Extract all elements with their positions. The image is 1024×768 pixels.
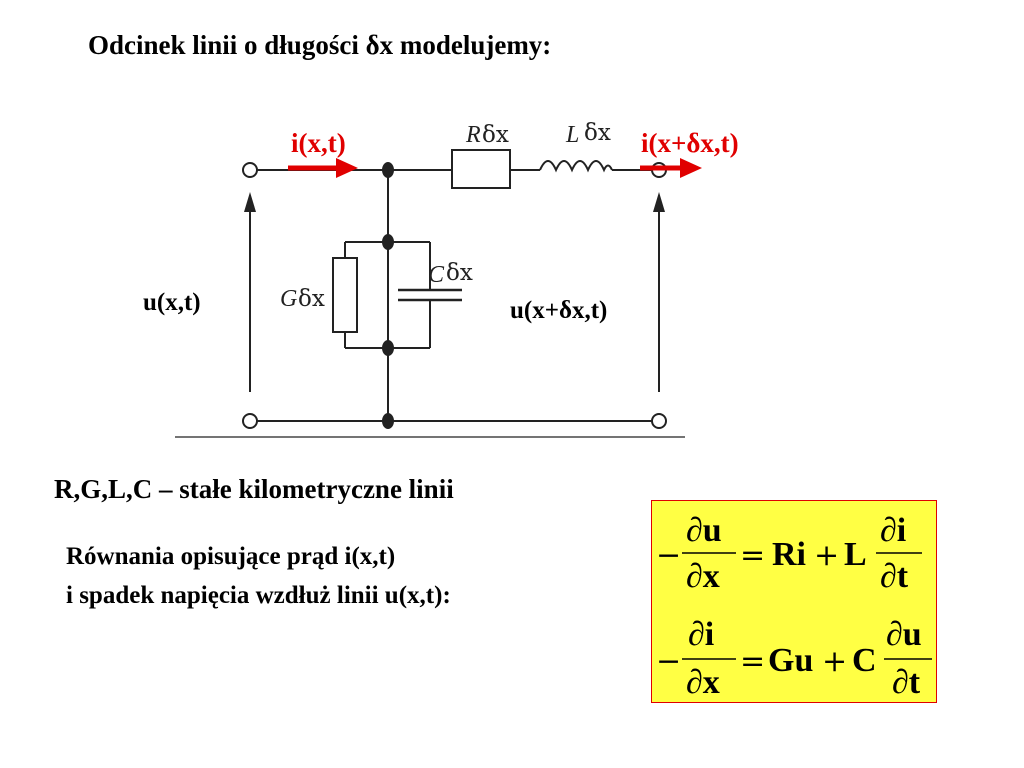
conductance-g (332, 257, 358, 333)
inductor-delta: δx (584, 120, 611, 146)
terminal-out-bottom (651, 413, 667, 429)
eq1-plus: + (814, 538, 839, 573)
eq2-coef: C (852, 642, 877, 679)
current-out-label: i(x+δx,t) (641, 128, 739, 158)
eq2-numerator-left: ∂i (688, 616, 714, 653)
eq2-equals: = (740, 644, 765, 679)
inductor-symbol: L (565, 122, 579, 148)
conductance-symbol: G (280, 286, 297, 312)
node-dot (382, 234, 394, 250)
equations-box: − ∂u ∂x = Ri + L ∂i ∂t − ∂i ∂x = Gu + C … (651, 500, 937, 703)
resistor-symbol: R (465, 122, 481, 148)
eq2-denominator-right: ∂t (892, 664, 921, 701)
circuit-diagram: i(x,t) i(x+δx,t) u(x,t) u(x+δx,t) R δx L… (143, 120, 739, 438)
capacitor-delta: δx (446, 260, 473, 286)
node-dot (382, 340, 394, 356)
eq1-minus: − (656, 538, 681, 573)
current-in-arrowhead (336, 158, 358, 178)
eq1-term1: Ri (772, 536, 806, 573)
terminal-in-bottom (242, 413, 258, 429)
eq1-numerator-left: ∂u (686, 512, 722, 549)
eq2-plus: + (822, 644, 847, 679)
conductance-delta: δx (298, 286, 325, 312)
eq1-equals: = (740, 538, 765, 573)
node-dot (382, 413, 394, 429)
eq2-numerator-right: ∂u (886, 616, 922, 653)
eq1-denominator-right: ∂t (880, 558, 909, 595)
equations-desc-line2: i spadek napięcia wzdłuż linii u(x,t): (66, 582, 451, 609)
eq2-minus: − (656, 644, 681, 679)
equations-svg: − ∂u ∂x = Ri + L ∂i ∂t − ∂i ∂x = Gu + C … (656, 512, 932, 701)
inductor-l (539, 160, 613, 173)
constants-text: R,G,L,C – stałe kilometryczne linii (54, 474, 454, 504)
terminal-in-top (242, 162, 258, 178)
eq1-denominator-left: ∂x (686, 558, 720, 595)
node-dots (382, 162, 394, 429)
eq2-denominator-left: ∂x (686, 664, 720, 701)
node-dot (382, 162, 394, 178)
current-out-arrowhead (680, 158, 702, 178)
page-title: Odcinek linii o długości δx modelujemy: (88, 30, 552, 60)
voltage-out-arrowhead (653, 192, 665, 212)
eq2-term1: Gu (768, 642, 813, 679)
voltage-in-label: u(x,t) (143, 289, 201, 316)
capacitor-symbol: C (428, 262, 445, 288)
equations-desc-line1: Równania opisujące prąd i(x,t) (66, 543, 396, 570)
eq1-numerator-right: ∂i (880, 512, 906, 549)
resistor-delta: δx (482, 122, 509, 148)
resistor-r (451, 149, 511, 189)
voltage-out-label: u(x+δx,t) (510, 297, 607, 324)
current-in-label: i(x,t) (291, 128, 346, 158)
voltage-in-arrowhead (244, 192, 256, 212)
eq1-coef: L (844, 536, 867, 573)
